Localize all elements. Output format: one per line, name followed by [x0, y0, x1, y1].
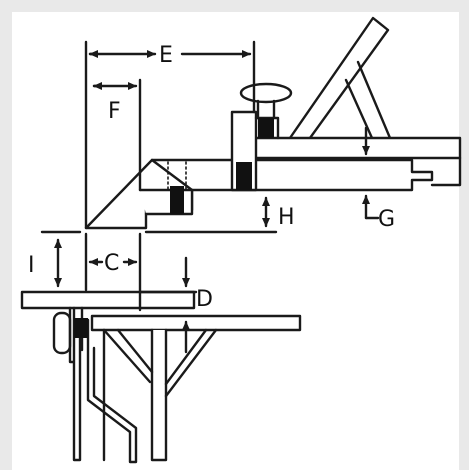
pad-post: [236, 162, 252, 190]
dim-H: [144, 196, 278, 234]
label-C: C: [104, 251, 119, 276]
hidden-bolt-lower: [167, 161, 187, 191]
label-D: D: [196, 287, 213, 312]
dim-F: [92, 78, 142, 192]
lower-right-table: [90, 314, 302, 332]
pad-block: [170, 186, 184, 214]
dim-D: [138, 256, 198, 354]
pad-lower: [74, 318, 88, 338]
dim-G-arrows: [362, 126, 380, 220]
upper-main-body: [138, 156, 462, 192]
upper-top-rail: [253, 136, 462, 160]
dim-E: [84, 40, 256, 230]
label-I: I: [28, 253, 35, 278]
lower-support-legs: [116, 328, 218, 462]
label-F: F: [108, 99, 121, 124]
label-H: H: [278, 205, 295, 230]
lower-fence-posts: [72, 306, 152, 464]
pad-knob: [258, 118, 274, 138]
black-pads: [74, 118, 274, 338]
label-E: E: [159, 43, 173, 68]
dim-I: [40, 230, 82, 288]
lower-top-table: [20, 290, 196, 310]
upper-diagonal-brace: [288, 16, 392, 140]
label-G: G: [378, 207, 395, 232]
dim-C: [84, 232, 142, 312]
